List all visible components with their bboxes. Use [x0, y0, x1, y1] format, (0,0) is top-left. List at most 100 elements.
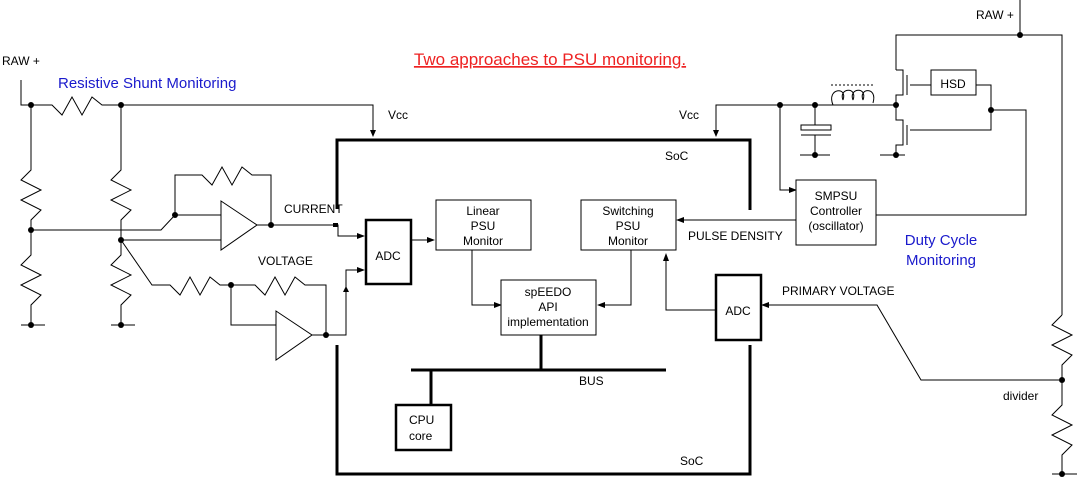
cpu-core-block: CPU core [394, 403, 453, 452]
capacitor [800, 124, 832, 131]
linear-psu-label-2: PSU [471, 219, 496, 233]
right-divider-top-resistor [109, 105, 133, 240]
arrow-icon [663, 253, 669, 261]
vcc-arrow-right [713, 130, 719, 137]
hsd-block [930, 69, 977, 96]
divider-label: divider [1003, 389, 1038, 403]
adc-right-block: ADC [714, 273, 763, 342]
smpsu-controller-block [795, 179, 877, 246]
raw-wire-left [20, 80, 31, 106]
linear-psu-label-1: Linear [466, 204, 499, 218]
switching-psu-label-1: Switching [602, 204, 653, 218]
arrow-icon [789, 187, 797, 193]
resistive-shunt-label: Resistive Shunt Monitoring [58, 75, 236, 92]
junction-dot [1059, 377, 1065, 383]
current-feedback-resistor [174, 165, 272, 225]
current-op-amp [220, 200, 258, 251]
linear-psu-monitor-block: Linear PSU Monitor [435, 199, 532, 251]
arrow-icon [761, 302, 769, 308]
junction-dot [1017, 32, 1023, 38]
switching-psu-label-2: PSU [616, 219, 641, 233]
smpsu-label-2: Controller [810, 204, 862, 218]
voltage-amp-input [230, 285, 276, 326]
current-amp-input-1 [31, 214, 221, 231]
switching-regulator-circuit: RAW + HSD SMPSU Controller [713, 0, 1077, 477]
divider-bottom-resistor [1050, 380, 1074, 474]
smpsu-label-3: (oscillator) [808, 219, 863, 233]
hsd-label: HSD [940, 77, 966, 91]
mosfet-stack [895, 69, 904, 155]
api-implementation-block: spEEDO API implementation [500, 279, 597, 336]
cpu-label-1: CPU [409, 413, 434, 427]
api-label-3: implementation [507, 315, 588, 329]
arrow-icon [494, 302, 502, 308]
vcc-wire-right [715, 104, 896, 135]
adc-left-block: ADC [364, 218, 413, 286]
soc-bottom-label: SoC [680, 454, 704, 468]
arrow-icon [597, 302, 605, 308]
junction-dot [268, 222, 274, 228]
adc-left-label: ADC [375, 249, 401, 263]
inductor [831, 89, 875, 106]
voltage-label: VOLTAGE [258, 254, 313, 268]
right-divider-bottom-resistor [109, 240, 133, 325]
vcc-to-smpsu-wire [779, 105, 792, 191]
switching-to-api-wire [602, 250, 632, 306]
soc-top-border [335, 138, 752, 210]
primary-voltage-wire [766, 304, 1059, 381]
smpsu-label-1: SMPSU [815, 189, 858, 203]
raw-plus-left-label: RAW + [2, 54, 40, 68]
current-arrow [357, 233, 365, 239]
voltage-arrow [357, 267, 365, 273]
voltage-op-amp [275, 310, 313, 361]
left-divider-bottom-resistor [19, 230, 43, 325]
current-connector [333, 223, 338, 227]
primary-voltage-label: PRIMARY VOLTAGE [782, 284, 894, 298]
vcc-left-label: Vcc [388, 108, 408, 122]
arrow-icon [676, 217, 684, 223]
api-label-2: API [538, 300, 557, 314]
junction-dot [28, 322, 34, 328]
vcc-wire-left [121, 104, 374, 135]
junction-dot [812, 152, 818, 158]
gate-wires [910, 84, 992, 131]
voltage-arrow-up [343, 286, 349, 292]
soc-boundary: SoC SoC Vcc Vcc [335, 108, 752, 476]
resistive-shunt-circuit: RAW + CURRENT [2, 54, 376, 361]
raw-bus-right [895, 34, 1063, 315]
junction-dot [323, 332, 329, 338]
vcc-right-label: Vcc [679, 108, 699, 122]
arrow-icon [427, 237, 435, 243]
voltage-feedback-resistor [231, 275, 327, 335]
soc-bottom-border [335, 345, 752, 476]
capacitor-ground [800, 134, 831, 156]
soc-top-label: SoC [665, 149, 689, 163]
adc-right-label: ADC [725, 304, 751, 318]
current-label: CURRENT [284, 202, 343, 216]
duty-cycle-label-line1: Duty Cycle [905, 232, 978, 249]
bus-label: BUS [579, 374, 604, 388]
junction-dot [893, 152, 899, 158]
junction-dot [988, 107, 994, 113]
linear-psu-label-3: Monitor [463, 234, 503, 248]
voltage-output-wire [312, 269, 360, 336]
duty-cycle-label-line2: Monitoring [906, 252, 976, 269]
shunt-resistor [31, 95, 121, 117]
junction-dot [118, 322, 124, 328]
vcc-arrow-left [370, 130, 376, 137]
adc-to-switching-wire [665, 258, 716, 311]
api-label-1: spEEDO [525, 285, 572, 299]
switching-psu-label-3: Monitor [608, 234, 648, 248]
hsd-to-controller-wire [876, 84, 1027, 216]
raw-plus-right-label: RAW + [976, 8, 1014, 22]
cpu-label-2: core [409, 429, 433, 443]
linear-to-api-wire [471, 250, 497, 306]
divider-top-resistor [1050, 314, 1074, 380]
pulse-density-label: PULSE DENSITY [688, 229, 783, 243]
left-divider-top-resistor [19, 105, 43, 230]
diagram-title: Two approaches to PSU monitoring. [414, 50, 686, 69]
switching-psu-monitor-block: Switching PSU Monitor [580, 199, 677, 251]
junction-dot [1059, 471, 1065, 477]
voltage-input-resistor [120, 239, 231, 297]
